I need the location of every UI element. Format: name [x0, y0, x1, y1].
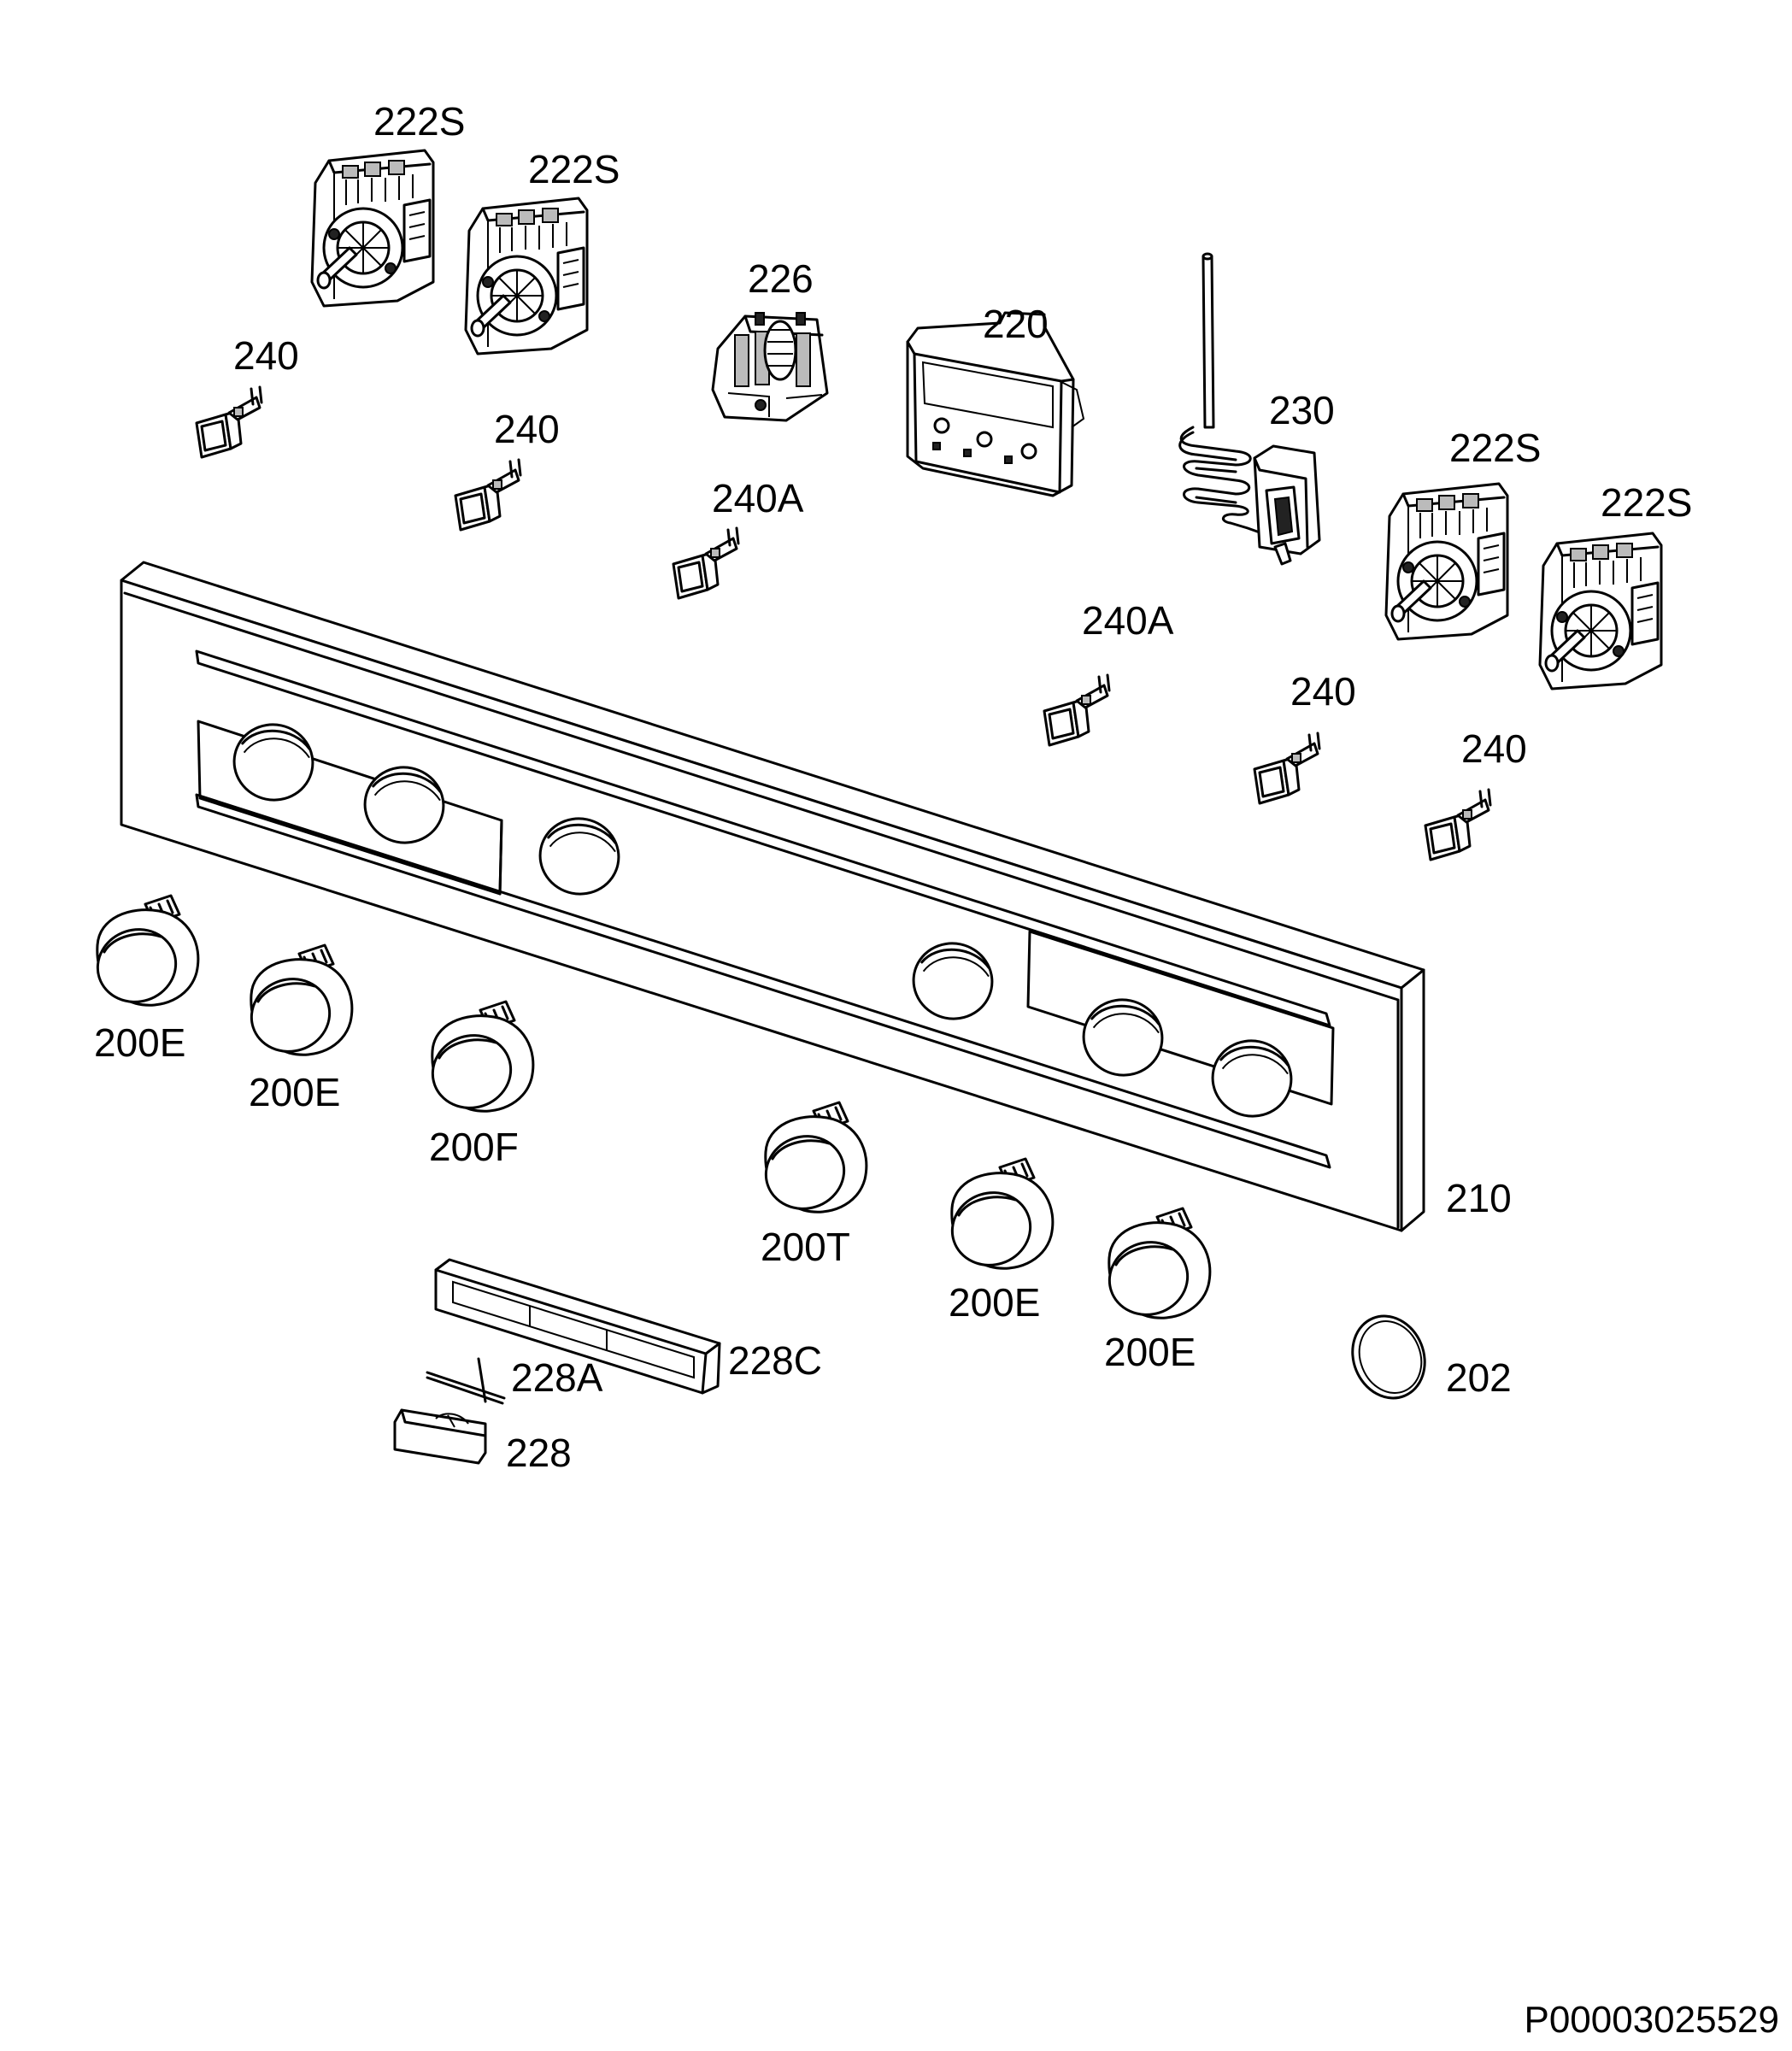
- part-label: 240: [233, 333, 299, 378]
- part-label: 240: [1461, 726, 1527, 771]
- indicator-lamp: 240: [1253, 669, 1356, 805]
- part-label: 200E: [949, 1280, 1040, 1325]
- control-knob: 200E: [240, 943, 354, 1114]
- part-label: 200E: [1104, 1330, 1196, 1374]
- part-label: 228C: [728, 1338, 822, 1383]
- part-label: 240: [494, 407, 560, 451]
- selector-switch: 226: [711, 256, 829, 422]
- part-label: 240A: [1082, 598, 1174, 643]
- handle-cover: 228C: [434, 1258, 822, 1395]
- indicator-lamp: 240: [195, 333, 299, 459]
- part-label: 230: [1269, 388, 1335, 432]
- control-knob: 200F: [421, 1000, 535, 1169]
- rotary-switch: 222S: [1538, 480, 1692, 691]
- rotary-switch: 222S: [1384, 426, 1541, 641]
- display-module: 220: [906, 302, 1085, 497]
- part-label: 200E: [249, 1070, 340, 1114]
- part-label: 228: [506, 1431, 572, 1475]
- part-label: 222S: [528, 147, 620, 191]
- control-knob: 200E: [1098, 1207, 1212, 1374]
- control-knob: 200T: [755, 1101, 868, 1269]
- control-panel: 210: [120, 561, 1512, 1232]
- sealing-ring: 202: [1351, 1314, 1512, 1400]
- part-label: 200F: [429, 1125, 519, 1169]
- rotary-switch: 222S: [310, 99, 465, 308]
- part-label: 200T: [761, 1225, 850, 1269]
- thermostat: 230: [1178, 252, 1335, 566]
- part-label: 210: [1446, 1176, 1512, 1220]
- part-label: 200E: [94, 1020, 185, 1065]
- handle-clip: 228: [393, 1408, 572, 1475]
- part-label: 220: [983, 302, 1049, 346]
- rotary-switch: 222S: [464, 147, 620, 356]
- indicator-lamp: 240A: [672, 476, 804, 600]
- part-label: 222S: [373, 99, 465, 144]
- indicator-lamp: 240: [454, 407, 560, 532]
- part-label: 226: [748, 256, 814, 301]
- indicator-lamp: 240: [1424, 726, 1527, 861]
- reference-code: P00003025529: [1524, 1999, 1779, 2041]
- part-label: 240: [1290, 669, 1356, 714]
- part-label: 222S: [1601, 480, 1692, 525]
- control-knob: 200E: [86, 894, 200, 1065]
- part-label: 228A: [511, 1355, 603, 1400]
- indicator-lamp: 240A: [1043, 598, 1174, 747]
- handle-rod: 228A: [426, 1355, 603, 1405]
- part-label: 202: [1446, 1355, 1512, 1400]
- part-label: 222S: [1449, 426, 1541, 470]
- control-knob: 200E: [941, 1157, 1055, 1325]
- part-label: 240A: [712, 476, 804, 520]
